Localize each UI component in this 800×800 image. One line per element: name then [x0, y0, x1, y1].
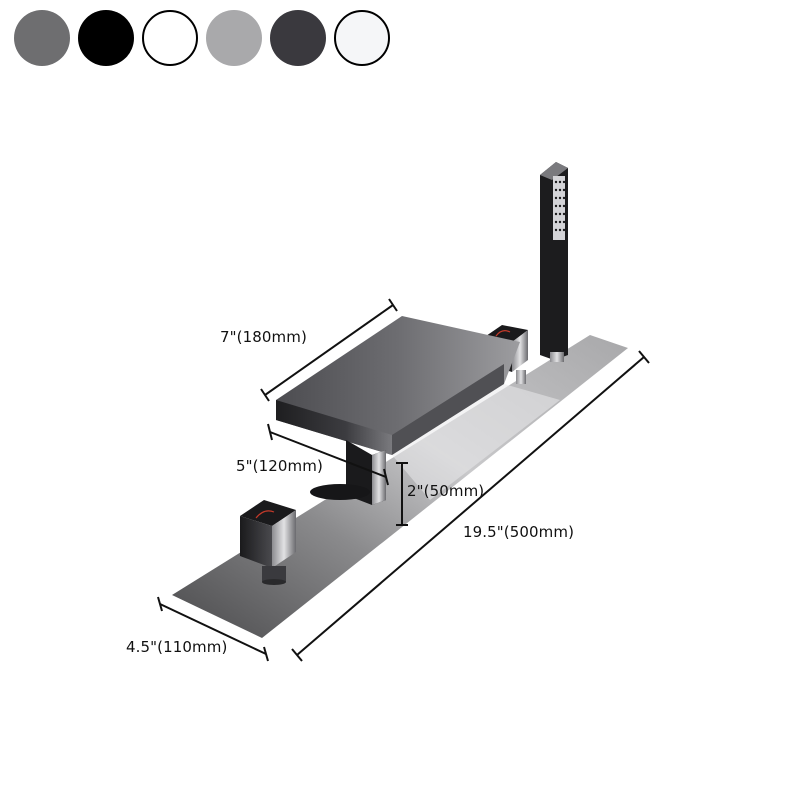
waterfall-spout	[276, 316, 520, 505]
color-swatch-gunmetal-gray[interactable]	[14, 10, 70, 66]
color-swatch-matte-black[interactable]	[78, 10, 134, 66]
dimension-spout-height: 2"(50mm)	[407, 482, 485, 500]
dimension-spout-reach: 5"(120mm)	[236, 457, 323, 475]
color-swatch-row	[14, 10, 390, 66]
dimension-deck-width: 4.5"(110mm)	[126, 638, 228, 656]
dimension-lines	[157, 298, 650, 662]
hand-shower	[540, 162, 568, 362]
water-flow	[392, 384, 560, 500]
color-swatch-white[interactable]	[142, 10, 198, 66]
front-handle	[240, 500, 296, 585]
color-swatch-off-white[interactable]	[334, 10, 390, 66]
dimension-spout-width: 7"(180mm)	[220, 328, 307, 346]
color-swatch-dark-charcoal[interactable]	[270, 10, 326, 66]
dimension-deck-length: 19.5"(500mm)	[463, 523, 575, 541]
color-swatch-light-gray[interactable]	[206, 10, 262, 66]
